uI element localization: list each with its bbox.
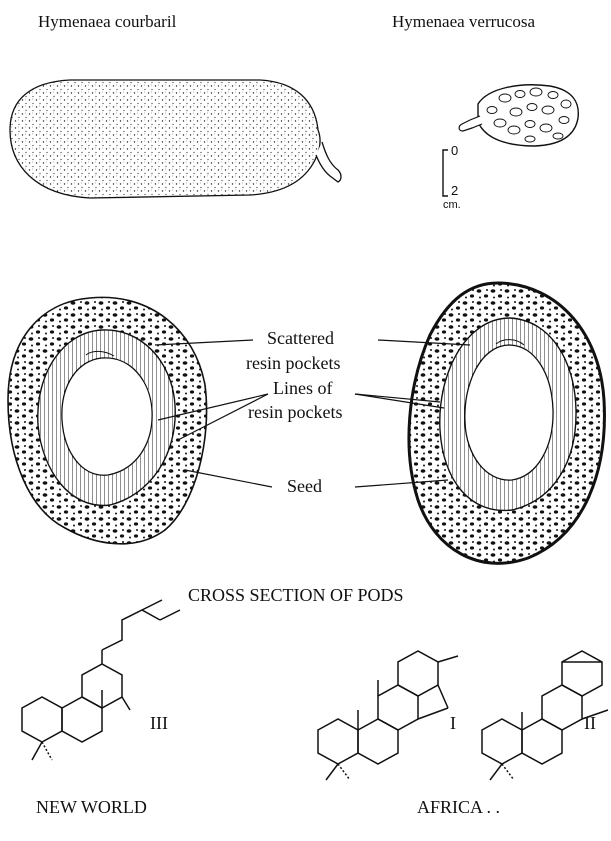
structure-label-I: I	[450, 713, 456, 734]
figure-caption: CROSS SECTION OF PODS	[188, 585, 404, 606]
scale-bar	[443, 150, 448, 196]
region-new-world: NEW WORLD	[36, 797, 147, 818]
label-lines-line1: Lines of	[273, 378, 332, 399]
label-scattered-line2: resin pockets	[246, 353, 340, 374]
structure-III	[22, 600, 180, 760]
cross-section-courbaril	[8, 297, 207, 543]
pod-verrucosa	[459, 85, 578, 146]
scale-bar-bottom-value: 2	[451, 183, 458, 198]
cross-section-verrucosa	[409, 283, 604, 563]
structure-label-II: II	[584, 713, 596, 734]
label-seed: Seed	[287, 476, 322, 497]
scale-bar-top-value: 0	[451, 143, 458, 158]
structure-label-III: III	[150, 713, 168, 734]
structure-I	[318, 651, 458, 780]
region-africa: AFRICA . .	[417, 797, 500, 818]
label-scattered-line1: Scattered	[267, 328, 334, 349]
label-lines-line2: resin pockets	[248, 402, 342, 423]
scale-bar-unit: cm.	[443, 199, 461, 211]
pod-courbaril	[10, 80, 341, 198]
